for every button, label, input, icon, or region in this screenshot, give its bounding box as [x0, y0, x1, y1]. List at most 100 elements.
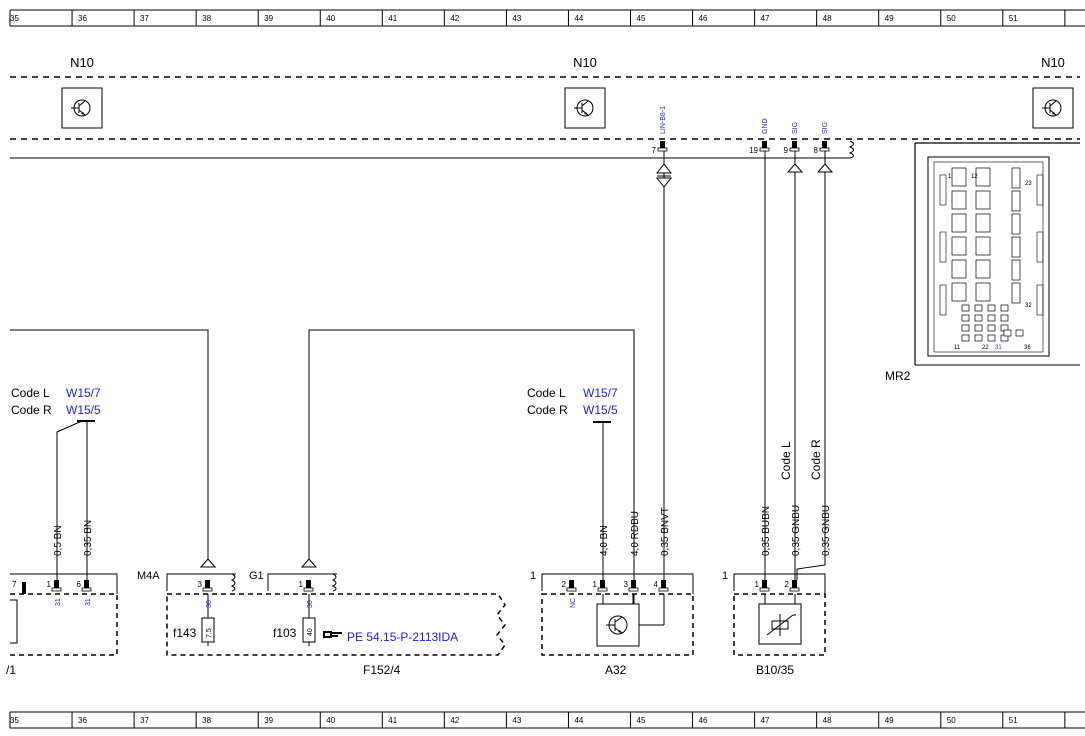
mr2-pin-label: 12	[971, 174, 978, 180]
ruler-number: 36	[78, 14, 87, 23]
code-label: Code R	[527, 403, 568, 417]
pin-terminal	[657, 141, 668, 152]
fuse-label: f143	[173, 626, 197, 640]
ruler-number: 51	[1009, 14, 1018, 23]
ruler-number: 46	[699, 14, 708, 23]
pin-terminal	[22, 582, 26, 594]
pin-number: 1	[299, 580, 304, 589]
ruler-number: 50	[947, 14, 956, 23]
code-value: W15/7	[583, 386, 618, 400]
hand-pointer-icon	[323, 631, 342, 638]
mr2-latch	[1036, 174, 1044, 206]
component-label-b10: B10/35	[756, 663, 794, 677]
mr2-cavity	[1011, 236, 1021, 258]
pin-number: 19	[749, 146, 758, 155]
transistor-icon	[61, 87, 103, 129]
pin-number: 6	[77, 580, 82, 589]
mr2-latch	[1036, 284, 1044, 316]
ruler-number: 43	[512, 14, 521, 23]
code-label-vertical: Code L	[779, 441, 793, 480]
fuse-value: 40	[307, 628, 314, 636]
wire-label: 0,5 BN	[53, 525, 64, 556]
mr2-cavity	[1011, 167, 1021, 189]
mr2-cavity	[1011, 190, 1021, 212]
mr2-pin-label: 31	[995, 345, 1002, 351]
connector-label: M4A	[137, 570, 160, 582]
pin-terminal	[202, 580, 213, 592]
pin-number: 3	[198, 580, 203, 589]
pin-number: 1	[755, 580, 760, 589]
ruler-number: 39	[264, 14, 273, 23]
fuse-box-f152	[166, 593, 506, 656]
mr2-cavity	[987, 304, 996, 312]
mr2-cavity	[974, 314, 983, 322]
pin-tag: 30	[307, 600, 314, 608]
mr2-cavity	[974, 324, 983, 332]
mr2-cavity	[975, 236, 991, 256]
pin-terminal	[759, 141, 770, 152]
signal-label-lin: LIN-B8-1	[660, 106, 667, 134]
pin-number: 8	[814, 146, 819, 155]
mr2-cavity	[987, 334, 996, 342]
mr2-cavity	[975, 213, 991, 233]
mr2-cavity	[951, 213, 967, 233]
connector-label: 1	[722, 570, 728, 582]
fuse-icon	[302, 594, 316, 646]
module-label-n10-left: N10	[70, 55, 94, 70]
ruler-number: 46	[699, 716, 708, 725]
wire-label: 4,0 RDBU	[630, 511, 641, 556]
fuse-label: f103	[273, 626, 297, 640]
pin-terminal	[51, 580, 62, 592]
mr2-cavity	[1000, 304, 1009, 312]
mr2-cavity	[974, 304, 983, 312]
signal-arrow-icon	[786, 163, 804, 173]
ruler-number: 38	[202, 716, 211, 725]
mr2-cavity	[1011, 259, 1021, 281]
wire-label: 0,35 BNVT	[660, 507, 671, 556]
connector-label: 1	[530, 570, 536, 582]
pin-tag: 31	[85, 598, 92, 606]
ruler-number: 48	[823, 716, 832, 725]
ruler-number: 42	[450, 716, 459, 725]
mr2-pin-label: 1	[948, 174, 952, 180]
ruler-number: 37	[140, 716, 149, 725]
pin-terminal	[658, 580, 669, 592]
mr2-cavity	[961, 304, 970, 312]
pin-terminal	[759, 580, 770, 592]
pin-terminal	[789, 580, 800, 592]
ruler-number: 44	[574, 716, 583, 725]
connector-b10	[733, 573, 826, 656]
mr2-cavity	[961, 314, 970, 322]
pin-number: 9	[784, 146, 789, 155]
signal-arrow-icon	[199, 558, 217, 568]
mr2-latch	[939, 174, 947, 206]
code-label: Code R	[11, 403, 52, 417]
wire-label: 4,0 BN	[599, 525, 610, 556]
ruler-number: 47	[761, 716, 770, 725]
transistor-icon	[564, 87, 606, 129]
ruler-number: 40	[326, 716, 335, 725]
mr2-latch	[1036, 231, 1044, 263]
pin-terminal	[819, 141, 830, 152]
ruler-number: 47	[761, 14, 770, 23]
wire-label: 0,35 BUBN	[761, 506, 772, 556]
reference-link[interactable]: PE 54.15-P-2113IDA	[347, 630, 458, 644]
ruler-number: 50	[947, 716, 956, 725]
mr2-pin-label: 36	[1024, 345, 1031, 351]
pin-terminal	[789, 141, 800, 152]
ruler-number: 51	[1009, 716, 1018, 725]
mr2-cavity	[951, 282, 967, 302]
pin-terminal	[628, 580, 639, 592]
ruler-number: 49	[885, 14, 894, 23]
connector-left	[10, 573, 118, 656]
temperature-sensor-icon	[758, 594, 802, 645]
mr2-pin-label: 23	[1025, 181, 1032, 187]
pin-terminal	[303, 580, 314, 592]
pin-terminal	[81, 580, 92, 592]
ruler-number: 49	[885, 716, 894, 725]
ruler-number: 35	[10, 716, 19, 725]
pin-number: 7	[652, 146, 657, 155]
mr2-latch	[939, 231, 947, 263]
